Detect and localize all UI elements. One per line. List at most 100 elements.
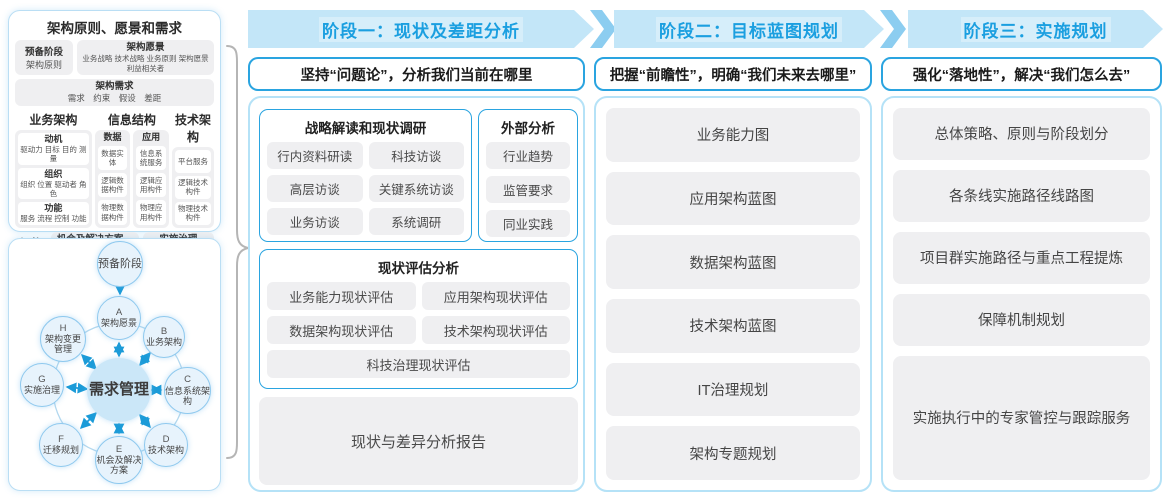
motivation-title: 动机: [44, 134, 63, 145]
requirements-items: 需求 约束 假设 差距: [67, 93, 162, 104]
information-structure-heading: 信息结构: [107, 113, 156, 128]
framework-panel-title: 架构原则、愿景和需求: [47, 21, 182, 36]
research-item: 关键系统访谈: [368, 175, 464, 202]
research-item: 系统调研: [368, 208, 464, 235]
adm-node-a-vision: A 架构愿景: [97, 296, 141, 340]
adm-node-d-technology: D 技术架构: [144, 423, 188, 467]
platform-service-box: 平台服务: [174, 150, 211, 174]
assessment-group: 现状评估分析 业务能力现状评估 应用架构现状评估 数据架构现状评估 技术架构现状…: [259, 249, 578, 389]
architecture-domain-columns: 业务架构 动机 驱动力 目标 目的 测量 组织 组织 位置 驱动者 角色 功能 …: [15, 110, 214, 228]
external-item: 监管要求: [486, 176, 570, 203]
architecture-requirements-box: 架构需求 需求 约束 假设 差距: [15, 79, 214, 107]
adm-node-preliminary-label: 预备阶段: [98, 257, 142, 270]
assessment-item: 数据架构现状评估: [267, 316, 416, 344]
phase3-item: 项目群实施路径与重点工程提炼: [893, 231, 1150, 284]
external-analysis-stack: 行业趋势 监管要求 同业实践: [486, 142, 570, 237]
organization-box: 组织 组织 位置 驱动者 角色: [18, 167, 89, 200]
phase2-item: 架构专题规划: [606, 426, 860, 481]
business-architecture-column: 业务架构 动机 驱动力 目标 目的 测量 组织 组织 位置 驱动者 角色 功能 …: [15, 110, 92, 228]
external-item: 同业实践: [486, 210, 570, 237]
requirements-row: 架构需求 需求 约束 假设 差距: [15, 79, 214, 107]
physical-tech-box: 物理技术构件: [174, 201, 211, 225]
assessment-group-title: 现状评估分析: [378, 261, 459, 276]
business-architecture-heading: 业务架构: [29, 113, 78, 128]
requirements-title: 架构需求: [95, 81, 134, 93]
adm-node-h-label: 架构变更管理: [44, 334, 81, 355]
organization-items: 组织 位置 驱动者 角色: [20, 179, 87, 199]
research-item: 科技访谈: [368, 142, 464, 169]
assessment-item: 技术架构现状评估: [421, 316, 570, 344]
external-analysis-group: 外部分析 行业趋势 监管要求 同业实践: [478, 109, 578, 242]
prep-vision-row: 预备阶段 架构原则 架构愿景 业务战略 技术战略 业务原则 架构愿景 利益相关者: [15, 40, 214, 76]
physical-data-box: 物理数据构件: [97, 200, 128, 225]
logical-data-label: 逻辑数据构件: [101, 176, 124, 195]
data-entity-box: 数据实体: [97, 146, 128, 171]
vision-items: 业务战略 技术战略 业务原则 架构愿景 利益相关者: [82, 53, 209, 73]
phase3-item: 总体策略、原则与阶段划分: [893, 108, 1150, 160]
research-group: 战略解读和现状调研 行内资料研读 科技访谈 高层访谈 关键系统访谈 业务访谈 系…: [259, 109, 472, 242]
phase3-column: 总体策略、原则与阶段划分 各条线实施路径线路图 项目群实施路径与重点工程提炼 保…: [881, 96, 1162, 492]
logical-tech-label: 逻辑技术构件: [177, 178, 208, 197]
adm-node-h-change: H 架构变更管理: [40, 316, 86, 362]
architecture-vision-box: 架构愿景 业务战略 技术战略 业务原则 架构愿景 利益相关者: [77, 40, 214, 76]
platform-service-label: 平台服务: [177, 156, 208, 166]
architecture-framework-panel: 架构原则、愿景和需求 预备阶段 架构原则 架构愿景 业务战略 技术战略 业务原则…: [8, 10, 221, 271]
adm-node-f-label: 迁移规划: [42, 445, 79, 456]
phase2-item: 技术架构蓝图: [606, 299, 860, 353]
adm-node-g-label: 实施治理: [23, 385, 60, 396]
adm-node-c-infosystem: C 信息系统架构: [164, 367, 211, 414]
phase3-item: 各条线实施路径线路图: [893, 169, 1150, 222]
technology-architecture-heading: 技术架构: [174, 113, 211, 145]
phase1-subtitle: 坚持“问题论”，分析我们当前在哪里: [300, 67, 533, 84]
adm-node-g-governance: G 实施治理: [20, 363, 64, 407]
technology-architecture-panel: 平台服务 逻辑技术构件 物理技术构件: [171, 147, 214, 228]
assessment-item: 业务能力现状评估: [267, 282, 416, 310]
adm-node-e-opportunity: E 机会及解决方案: [95, 436, 143, 484]
adm-node-e-label: 机会及解决方案: [96, 455, 142, 476]
research-item: 行内资料研读: [267, 142, 363, 169]
phase2-banner-label: 阶段二：目标蓝图规划: [656, 17, 842, 42]
organization-title: 组织: [44, 168, 63, 179]
information-structure-column: 信息结构 数据 数据实体 逻辑数据构件 物理数据构件 应用 信息系统服务 逻辑应…: [94, 110, 169, 228]
research-grid: 行内资料研读 科技访谈 高层访谈 关键系统访谈 业务访谈 系统调研: [267, 142, 464, 235]
phase2-item: 数据架构蓝图: [606, 235, 860, 290]
adm-cycle-panel: 预备阶段 A 架构愿景 B 业务架构 H 架构变更管理 G 实施治理 C 信息系…: [8, 238, 221, 491]
physical-app-box: 物理应用构件: [136, 200, 166, 225]
phase3-subtitle: 强化“落地性”，解决“我们怎么去”: [912, 67, 1131, 84]
data-title: 数据: [103, 132, 122, 143]
physical-tech-label: 物理技术构件: [177, 203, 208, 223]
info-system-service-label: 信息系统服务: [139, 148, 163, 168]
motivation-items: 驱动力 目标 目的 测量: [20, 145, 87, 164]
adm-node-c-letter: C: [184, 374, 191, 386]
adm-node-h-letter: H: [59, 322, 67, 334]
vision-title: 架构愿景: [126, 42, 165, 53]
physical-data-label: 物理数据构件: [101, 203, 124, 222]
info-system-service-box: 信息系统服务: [136, 146, 166, 171]
adm-node-f-migration: F 迁移规划: [39, 423, 83, 467]
research-item: 高层访谈: [267, 175, 363, 202]
phase1-column: 战略解读和现状调研 行内资料研读 科技访谈 高层访谈 关键系统访谈 业务访谈 系…: [248, 96, 585, 492]
phase3-item: 实施执行中的专家管控与跟踪服务: [893, 355, 1150, 480]
assessment-item: 科技治理现状评估: [267, 350, 570, 378]
prep-phase-box: 预备阶段 架构原则: [15, 40, 73, 76]
adm-node-g-letter: G: [38, 373, 46, 385]
adm-node-f-letter: F: [58, 433, 64, 445]
information-structure-split: 数据 数据实体 逻辑数据构件 物理数据构件 应用 信息系统服务 逻辑应用构件 物…: [94, 130, 169, 228]
adm-node-b-label: 业务架构: [145, 337, 182, 348]
logical-tech-box: 逻辑技术构件: [174, 176, 211, 199]
adm-node-c-label: 信息系统架构: [165, 385, 211, 406]
logical-app-label: 逻辑应用构件: [139, 176, 163, 195]
function-items: 服务 流程 控制 功能: [20, 214, 87, 224]
external-item: 行业趋势: [486, 142, 570, 169]
application-panel: 应用 信息系统服务 逻辑应用构件 物理应用构件: [133, 130, 169, 228]
assessment-grid: 业务能力现状评估 应用架构现状评估 数据架构现状评估 技术架构现状评估 科技治理…: [267, 282, 570, 378]
adm-node-e-letter: E: [115, 443, 123, 455]
physical-app-label: 物理应用构件: [139, 203, 163, 222]
adm-node-requirements-center: 需求管理: [87, 358, 151, 422]
phase2-banner: 阶段二：目标蓝图规划: [614, 10, 884, 48]
phase3-item: 保障机制规划: [893, 293, 1150, 346]
assessment-item: 应用架构现状评估: [421, 282, 570, 310]
phase1-banner-label: 阶段一：现状及差距分析: [319, 17, 523, 42]
phase1-banner: 阶段一：现状及差距分析: [248, 10, 594, 48]
